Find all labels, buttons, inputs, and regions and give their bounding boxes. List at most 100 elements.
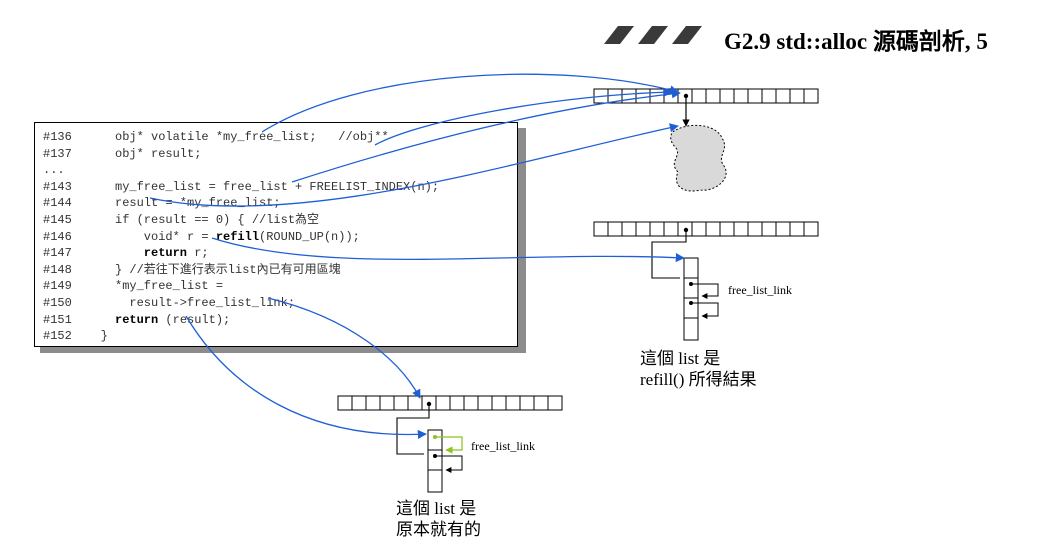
- code-token: result = *my_free_list;: [115, 196, 281, 211]
- array-cell: [789, 88, 805, 104]
- pointer-bottom-to-chunk: [396, 404, 430, 455]
- code-line: ...: [35, 162, 505, 178]
- line-number: #143: [43, 179, 72, 194]
- code-listing: #136 obj* volatile *my_free_list; //obj**…: [34, 122, 518, 347]
- code-token: result->free_list_link;: [129, 296, 296, 310]
- code-line: #146 void* r = refill(ROUND_UP(n));: [35, 229, 505, 245]
- code-token: obj* result;: [115, 146, 202, 161]
- line-number: #136: [43, 130, 72, 144]
- array-cell: [747, 221, 763, 237]
- array-cell: [435, 395, 451, 411]
- array-cell: [519, 395, 535, 411]
- arrow-result-to-chunk: [185, 315, 427, 439]
- array-cell: [607, 221, 623, 237]
- title-decoration: [604, 26, 702, 44]
- array-cell: [775, 88, 791, 104]
- array-cell: [337, 395, 353, 411]
- slide-title: G2.9 std::alloc 源碼剖析, 5: [724, 29, 988, 54]
- array-cell: [803, 88, 819, 104]
- line-number: #148: [43, 262, 72, 277]
- code-token: (result);: [158, 312, 231, 327]
- array-cell: [705, 221, 721, 237]
- code-text: return (result);: [115, 312, 230, 328]
- array-cell: [477, 395, 493, 411]
- caption-original: 這個 list 是 原本就有的: [396, 498, 481, 540]
- caption-original-line1: 這個 list 是: [396, 499, 477, 518]
- code-line: #149*my_free_list =: [35, 278, 505, 294]
- code-line: #136 obj* volatile *my_free_list; //obj**: [35, 129, 505, 145]
- code-text: obj* result;: [115, 146, 201, 162]
- code-text: my_free_list = free_list + FREELIST_INDE…: [115, 179, 439, 195]
- line-number: #137: [43, 146, 72, 161]
- array-cell: [649, 221, 665, 237]
- code-line: #137 obj* result;: [35, 146, 505, 162]
- code-token: if (result == 0) { //list為空: [115, 213, 320, 227]
- array-cell: [393, 395, 409, 411]
- line-number: #146: [43, 229, 72, 244]
- array-cell: [761, 88, 777, 104]
- line-number: #151: [43, 312, 72, 327]
- code-line: #152}: [35, 328, 505, 344]
- array-cell: [803, 221, 819, 237]
- code-line: #148 } //若往下進行表示list內已有可用區塊: [35, 262, 505, 278]
- array-cell: [635, 88, 651, 104]
- array-cell: [449, 395, 465, 411]
- line-number: #145: [43, 213, 72, 227]
- arrow-obj-to-top: [374, 87, 673, 146]
- memory-blob: [670, 124, 727, 192]
- array-cell: [733, 88, 749, 104]
- array-cell: [775, 221, 791, 237]
- caption-refill: 這個 list 是 refill() 所得結果: [640, 348, 757, 390]
- array-cell: [663, 221, 679, 237]
- array-cell: [621, 88, 637, 104]
- code-text: result = *my_free_list;: [115, 195, 281, 211]
- array-cell: [491, 395, 507, 411]
- arrow-my-free-list-to-top: [261, 73, 679, 133]
- array-cell: [621, 221, 637, 237]
- code-text: obj* volatile *my_free_list; //obj**: [115, 129, 389, 145]
- code-token: r;: [187, 246, 209, 261]
- code-text: }: [101, 328, 108, 344]
- code-line: #145 if (result == 0) { //list為空: [35, 212, 505, 228]
- array-cell: [719, 221, 735, 237]
- array-cell: [365, 395, 381, 411]
- code-text: } //若往下進行表示list內已有可用區塊: [115, 262, 341, 278]
- free-list-link-label-refill: free_list_link: [728, 283, 792, 297]
- array-cell: [635, 221, 651, 237]
- code-line: #143 my_free_list = free_list + FREELIST_…: [35, 179, 505, 195]
- caption-refill-line2: refill() 所得結果: [640, 370, 757, 389]
- line-number: #150: [43, 296, 72, 310]
- code-text: if (result == 0) { //list為空: [115, 212, 319, 228]
- free-list-array-top: [593, 88, 819, 104]
- free-list-array-refill: [593, 221, 819, 237]
- array-cell: [733, 221, 749, 237]
- array-cell: [533, 395, 549, 411]
- array-cell: [351, 395, 367, 411]
- blue-arrows: [149, 73, 685, 439]
- caption-original-line2: 原本就有的: [396, 520, 481, 539]
- code-keyword: return: [143, 246, 188, 261]
- code-token: my_free_list = free_list + FREELIST_INDE…: [115, 179, 440, 194]
- free-list-link-label-original: free_list_link: [471, 439, 535, 453]
- code-keyword: return: [115, 312, 159, 327]
- array-cell: [463, 395, 479, 411]
- code-text: result->free_list_link;: [129, 295, 295, 311]
- line-number: #147: [43, 246, 72, 261]
- code-line: #151 return (result);: [35, 312, 505, 328]
- caption-refill-line1: 這個 list 是: [640, 349, 721, 368]
- array-cell: [547, 395, 563, 411]
- array-cell: [379, 395, 395, 411]
- arrow-my-free-list-to-bottom: [267, 297, 421, 399]
- array-cell: [407, 395, 423, 411]
- code-token: *my_free_list =: [115, 279, 224, 294]
- code-keyword: refill: [215, 229, 260, 244]
- code-text: *my_free_list =: [115, 278, 223, 294]
- code-text: void* r = refill(ROUND_UP(n));: [144, 229, 360, 245]
- arrow-freelist-index-to-top: [291, 89, 681, 183]
- line-number: ...: [43, 163, 65, 178]
- arrow-refill-to-chunk: [211, 237, 685, 263]
- original-chunk-list: [427, 429, 463, 493]
- array-cell: [505, 395, 521, 411]
